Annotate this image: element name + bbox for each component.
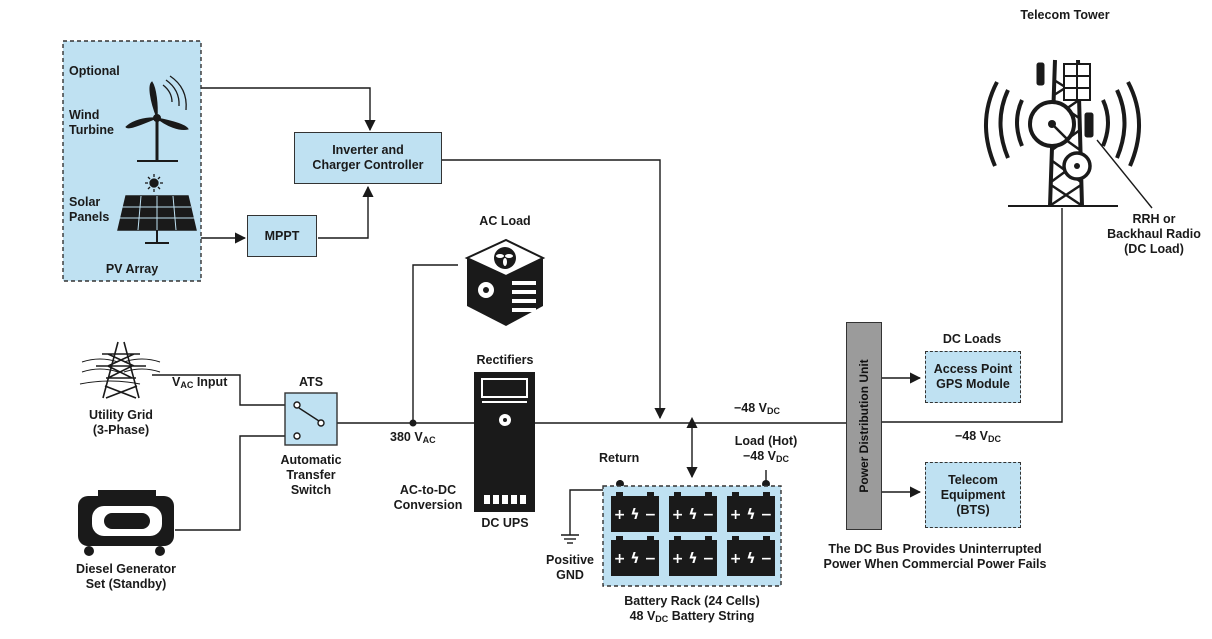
switch-icon — [293, 401, 325, 440]
telecom-tower-label: Telecom Tower — [1020, 8, 1110, 22]
rectifier-icon — [474, 372, 535, 512]
svg-text:+ ϟ −: + ϟ − — [672, 551, 714, 567]
battery-cell-icon: + ϟ − — [611, 492, 659, 532]
pdu-label: Power Distribution Unit — [857, 359, 871, 493]
wire-wind-to-inverter — [185, 87, 376, 132]
solar-panel-icon — [117, 195, 197, 244]
wire-mppt-to-inverter — [318, 185, 374, 239]
mppt-box: MPPT — [247, 215, 317, 257]
vac-input-label: VAC Input — [172, 375, 228, 390]
svg-text:+ ϟ −: + ϟ − — [672, 507, 714, 523]
optional-label: Optional — [69, 64, 120, 78]
utility-grid-tower-icon — [79, 341, 161, 399]
return-label: Return — [599, 451, 640, 465]
battery-cell-icon: + ϟ − — [727, 492, 775, 532]
dc-loads-title: DC Loads — [942, 332, 1002, 346]
svg-text:+ ϟ −: + ϟ − — [730, 551, 772, 567]
telecom-tower-icon — [984, 59, 1141, 207]
bus-voltage-label-left: −48 VDC — [734, 401, 781, 416]
wire-diesel-to-ats — [175, 435, 293, 531]
svg-text:+ ϟ −: + ϟ − — [614, 507, 656, 523]
wire-pdu-to-rrh — [882, 208, 1063, 423]
rectifiers-label: Rectifiers — [476, 353, 534, 367]
battery-cell-icon: + ϟ − — [669, 492, 717, 532]
battery-cell-icon: + ϟ − — [727, 536, 775, 576]
sun-icon — [145, 174, 163, 192]
dc-ups-label: DC UPS — [481, 516, 529, 530]
load-hot-label: Load (Hot) −48 VDC — [734, 434, 798, 464]
wire-grid-to-ats — [152, 374, 293, 406]
wind-turbine-icon — [125, 75, 189, 162]
voltage-380vac-label: 380 VAC — [390, 430, 436, 445]
svg-text:+ ϟ −: + ϟ − — [730, 507, 772, 523]
ats-box — [284, 392, 338, 446]
pv-array-label: PV Array — [105, 262, 159, 276]
battery-rack-label: Battery Rack (24 Cells) 48 VDC Battery S… — [624, 594, 760, 624]
wire-ac-load — [412, 264, 458, 423]
svg-text:+ ϟ −: + ϟ − — [614, 551, 656, 567]
bus-voltage-label-right: −48 VDC — [955, 429, 1002, 444]
battery-cell-icon: + ϟ − — [669, 536, 717, 576]
ac-load-label: AC Load — [479, 214, 531, 228]
ats-label: ATS — [298, 375, 324, 389]
battery-cells: + ϟ − + ϟ − + ϟ − + ϟ − + ϟ − + ϟ − — [611, 492, 775, 576]
rrh-callout-line — [1096, 139, 1153, 209]
ac-load-icon — [464, 238, 546, 326]
wire-inverter-to-bus — [440, 159, 666, 420]
utility-grid-label: Utility Grid(3-Phase) — [89, 408, 153, 437]
ground-icon — [561, 534, 579, 544]
diesel-generator-icon — [78, 490, 174, 556]
battery-cell-icon: + ϟ − — [611, 536, 659, 576]
power-distribution-unit: Power Distribution Unit — [846, 322, 882, 530]
